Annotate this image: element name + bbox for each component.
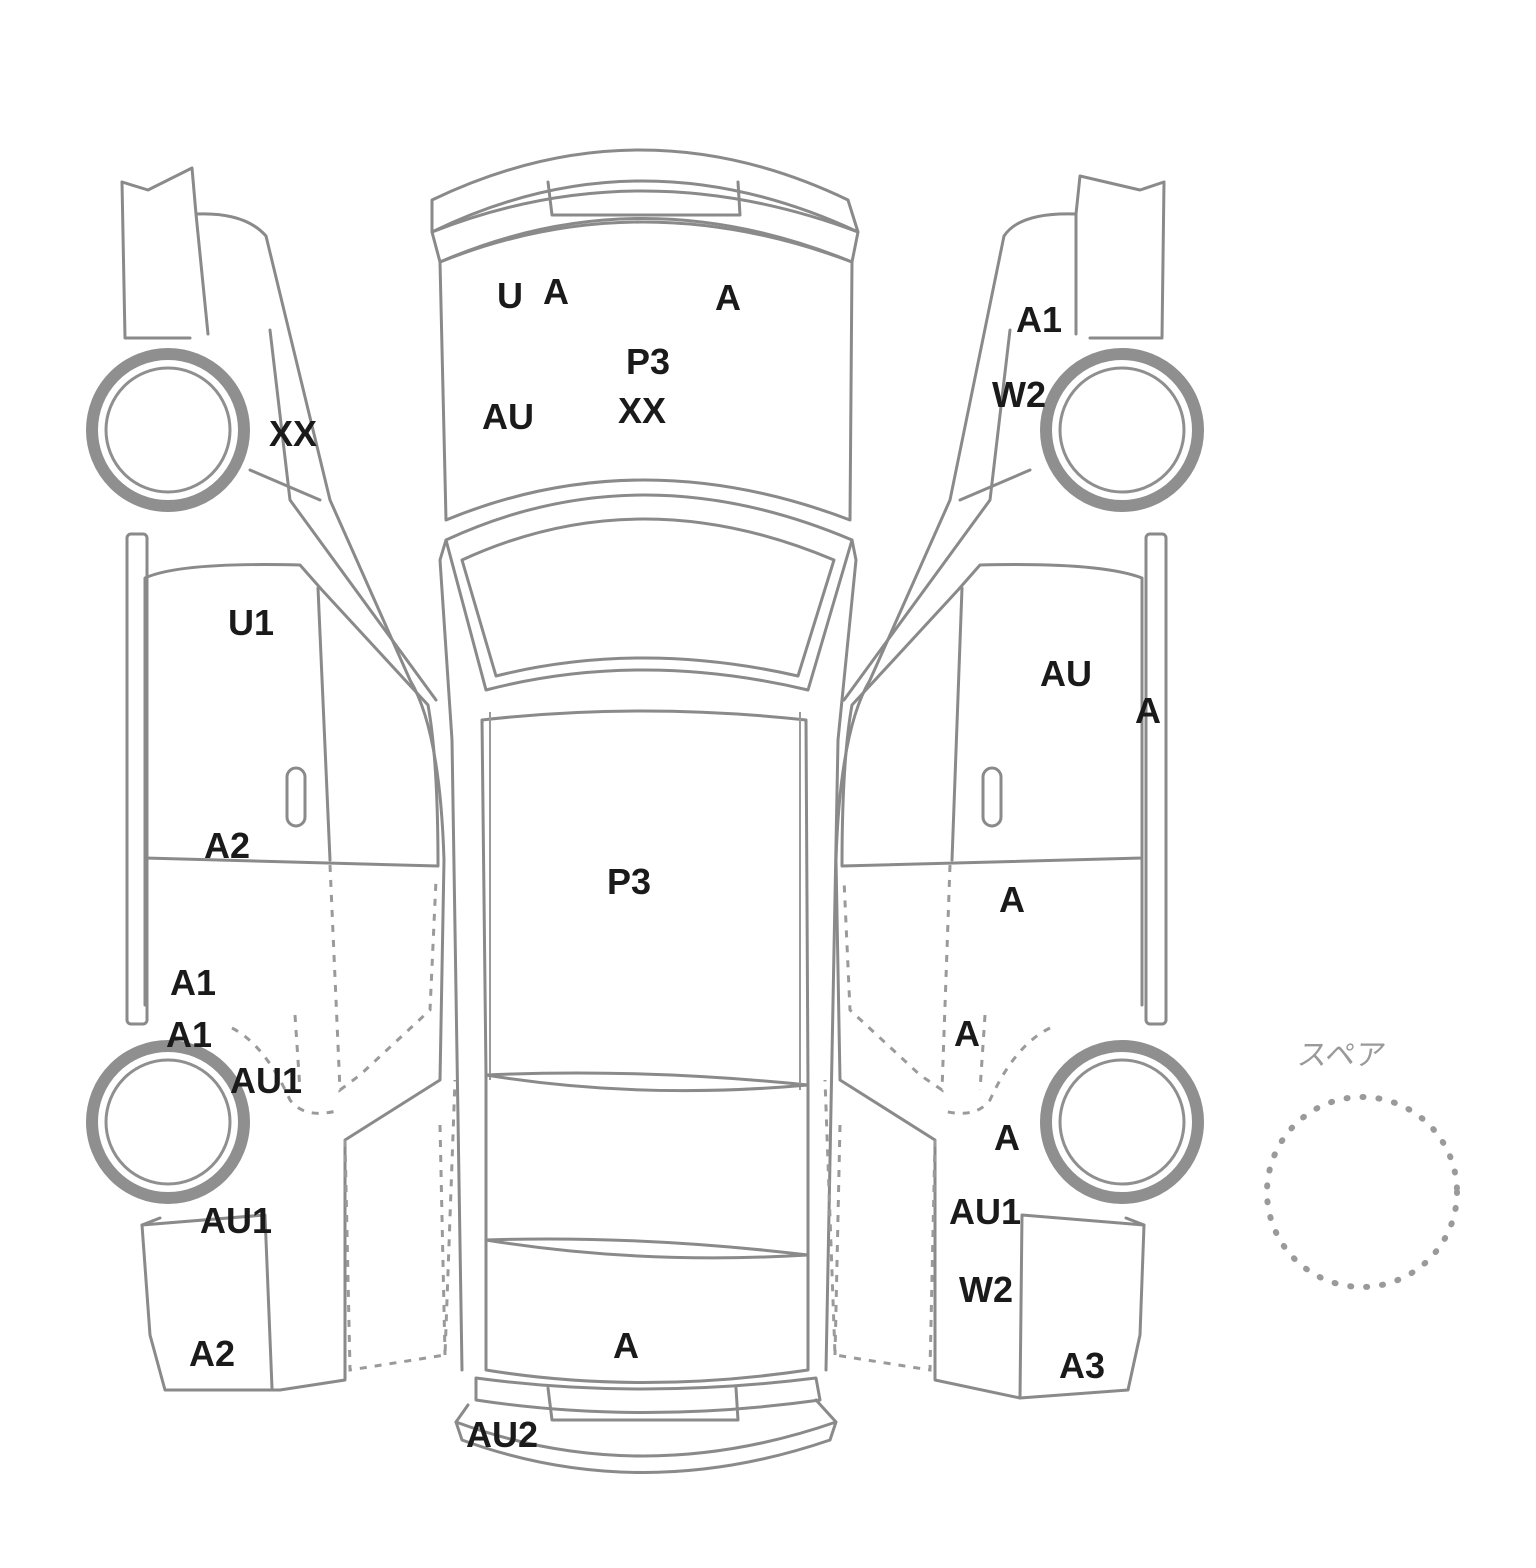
hood	[438, 220, 854, 522]
left-side-view	[86, 166, 457, 1392]
rear-bumper	[474, 1376, 822, 1414]
damage-mark: P3	[625, 341, 671, 382]
damage-mark: W2	[992, 374, 1046, 415]
left-sill	[125, 532, 149, 1026]
damage-mark: A1	[1015, 299, 1063, 340]
damage-mark: A3	[1058, 1345, 1106, 1386]
damage-mark: A	[994, 1117, 1020, 1158]
spare-tire-outline	[1264, 1094, 1460, 1290]
spare-tire-label: スペア	[1295, 1038, 1388, 1073]
left-doors	[143, 563, 440, 868]
right-side-view	[823, 174, 1204, 1400]
damage-mark: A1	[169, 962, 217, 1003]
top-view	[430, 148, 860, 1474]
left-door-handle	[285, 766, 307, 828]
damage-mark: P3	[606, 861, 652, 902]
right-doors	[840, 563, 1144, 868]
damage-mark: A	[613, 1325, 639, 1366]
damage-mark: A1	[165, 1014, 213, 1055]
right-rear-tire	[1040, 1040, 1204, 1204]
damage-mark: AU	[1040, 653, 1092, 694]
damage-mark: A	[954, 1013, 980, 1054]
damage-mark: AU	[482, 396, 534, 437]
left-rear-tire	[86, 1040, 250, 1204]
trunk	[484, 1238, 810, 1384]
damage-mark: XX	[617, 390, 667, 431]
rear-window	[484, 1073, 810, 1257]
damage-mark: A	[1135, 690, 1161, 731]
damage-mark: AU1	[229, 1060, 303, 1101]
left-front-tire	[86, 348, 250, 512]
left-front-fender	[120, 166, 446, 1392]
right-sill	[1144, 532, 1168, 1026]
damage-mark: U1	[227, 602, 275, 643]
damage-mark: AU2	[465, 1414, 539, 1455]
damage-mark: XX	[268, 413, 318, 454]
right-front-tire	[1040, 348, 1204, 512]
damage-mark: AU1	[199, 1200, 273, 1241]
damage-mark: A	[715, 277, 741, 318]
damage-mark: A	[543, 271, 569, 312]
right-door-handle	[981, 766, 1003, 828]
damage-mark: U	[497, 275, 523, 316]
roof	[480, 709, 810, 1087]
right-front-fender	[834, 174, 1166, 1400]
damage-mark: A2	[188, 1333, 236, 1374]
damage-mark: W2	[959, 1269, 1013, 1310]
damage-mark: A	[999, 879, 1025, 920]
damage-mark: A2	[203, 825, 251, 866]
damage-mark: AU1	[948, 1191, 1022, 1232]
windshield	[444, 493, 854, 692]
